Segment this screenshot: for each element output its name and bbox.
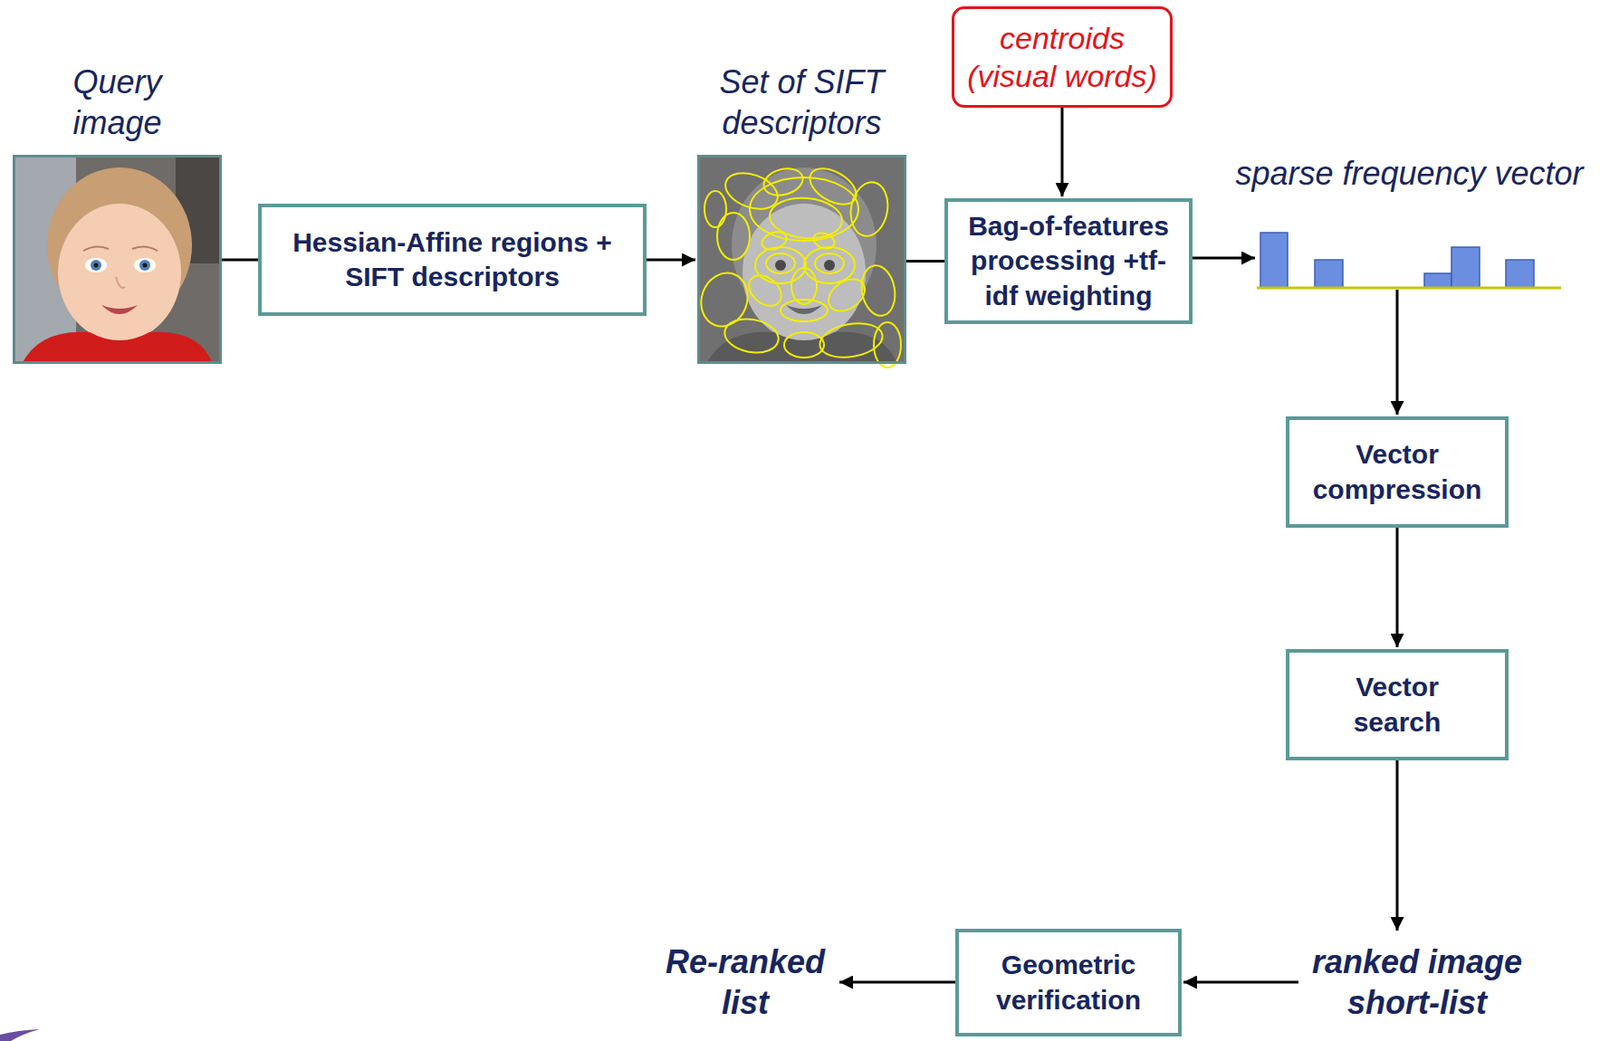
- sift-region: [755, 247, 806, 284]
- box-label: centroids (visual words): [962, 19, 1162, 96]
- flow-arrow: [1396, 289, 1399, 415]
- photo-face: [57, 203, 182, 342]
- result-text: ranked image short-list: [1298, 932, 1536, 1033]
- box-label: Vector compression: [1310, 437, 1486, 507]
- sift-region: [704, 191, 727, 228]
- photo-pupil: [143, 263, 148, 269]
- photo-iris: [90, 259, 102, 271]
- query-photo: [12, 154, 222, 365]
- histogram-bar: [1505, 259, 1534, 288]
- sift-frame: [699, 156, 906, 364]
- photo-eye: [85, 258, 107, 273]
- sift-region: [814, 253, 844, 274]
- image-caption: Set of SIFT descriptors: [698, 61, 907, 144]
- sift-region: [784, 332, 824, 358]
- photo-pupil: [94, 263, 99, 269]
- sift-region: [811, 229, 837, 251]
- histogram-bar: [1314, 259, 1343, 288]
- box-label: Bag-of-features processing +tf-idf weigh…: [955, 209, 1182, 313]
- sift-region: [780, 299, 828, 322]
- process-box: Vector search: [1285, 649, 1509, 761]
- photo-brow: [83, 246, 109, 251]
- sift-region: [857, 262, 899, 318]
- sift-region: [766, 253, 796, 274]
- input-box: centroids (visual words): [951, 6, 1173, 108]
- sift-region: [721, 315, 781, 357]
- photo-background: [12, 154, 222, 365]
- result-text: Re-ranked list: [652, 932, 838, 1033]
- process-box: Hessian-Affine regions + SIFT descriptor…: [258, 203, 647, 317]
- sift-region: [743, 268, 788, 312]
- photo-iris: [139, 259, 151, 271]
- histogram-bar: [1424, 273, 1452, 288]
- sift-region: [749, 177, 859, 241]
- process-box: Bag-of-features processing +tf-idf weigh…: [944, 198, 1193, 325]
- result-label: ranked image short-list: [1303, 941, 1531, 1024]
- histogram-bar: [1451, 247, 1480, 288]
- box-label: Hessian-Affine regions + SIFT descriptor…: [268, 225, 636, 295]
- sift-region: [804, 247, 855, 284]
- sift-regions: [693, 161, 901, 368]
- sift-region: [767, 195, 844, 242]
- sift-eye: [823, 259, 835, 271]
- photo-mouth: [101, 305, 138, 315]
- flow-arrow: [1396, 760, 1399, 931]
- image-caption: sparse frequency vector: [1235, 153, 1583, 194]
- connector-line: [906, 259, 945, 263]
- photo-shirt: [21, 332, 213, 365]
- flow-arrow: [839, 981, 956, 985]
- histogram-bar: [1260, 232, 1288, 288]
- sift-region: [846, 179, 892, 240]
- sift-photo: [693, 154, 907, 368]
- process-box: Geometric verification: [955, 929, 1182, 1037]
- sift-region: [760, 164, 806, 200]
- photo-frame: [14, 156, 221, 364]
- histogram-baseline: [1256, 287, 1562, 290]
- sift-eye: [775, 259, 786, 271]
- histogram-vector: sparse frequency vector: [1256, 226, 1562, 290]
- box-label: Vector search: [1310, 670, 1486, 739]
- result-label: Re-ranked list: [656, 941, 834, 1024]
- connector-line: [221, 258, 259, 262]
- photo-brow: [132, 246, 158, 251]
- flow-arrow: [646, 258, 696, 262]
- sift-region: [804, 161, 863, 212]
- sift-region: [873, 322, 901, 368]
- sift-region: [717, 212, 750, 260]
- sift-mouth: [785, 305, 823, 315]
- query-image: Query image: [12, 154, 222, 365]
- box-label: Geometric verification: [966, 948, 1171, 1017]
- logo-mark: [0, 1029, 40, 1041]
- frequency-histogram: [1256, 232, 1562, 288]
- photo-nose: [115, 277, 125, 288]
- photo-eye: [134, 258, 156, 273]
- flow-arrow: [1183, 981, 1299, 985]
- process-box: Vector compression: [1285, 416, 1509, 528]
- sift-region: [693, 266, 756, 333]
- descriptor-image: Set of SIFT descriptors: [697, 154, 907, 365]
- flow-arrow: [1396, 527, 1399, 648]
- image-caption: Query image: [49, 61, 186, 144]
- flow-arrow: [1061, 107, 1064, 197]
- flow-arrow: [1192, 257, 1256, 260]
- sift-region: [759, 229, 789, 253]
